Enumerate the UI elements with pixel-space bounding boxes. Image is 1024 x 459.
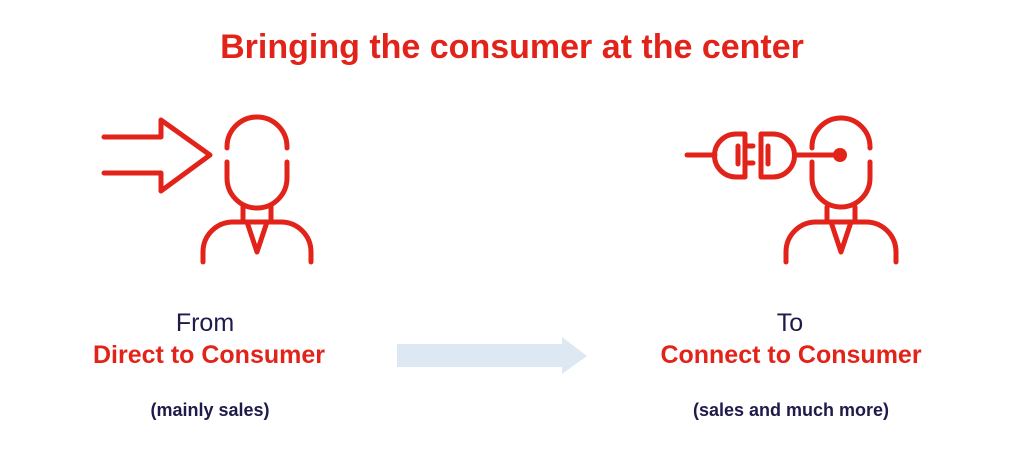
person-icon-right (783, 115, 899, 265)
connection-dot-icon (833, 148, 847, 162)
diagram-title: Bringing the consumer at the center (220, 28, 804, 66)
right-prefix: To (776, 309, 804, 337)
person-icon-left (200, 114, 314, 265)
plug-connector-icon (684, 131, 841, 180)
left-note: (mainly sales) (150, 400, 270, 420)
left-prefix: From (175, 309, 235, 337)
left-label: Direct to Consumer (93, 341, 325, 369)
right-note: (sales and much more) (692, 400, 890, 420)
incoming-arrow-icon (101, 117, 213, 194)
transition-arrow-icon (397, 337, 587, 374)
right-label: Connect to Consumer (660, 341, 922, 369)
